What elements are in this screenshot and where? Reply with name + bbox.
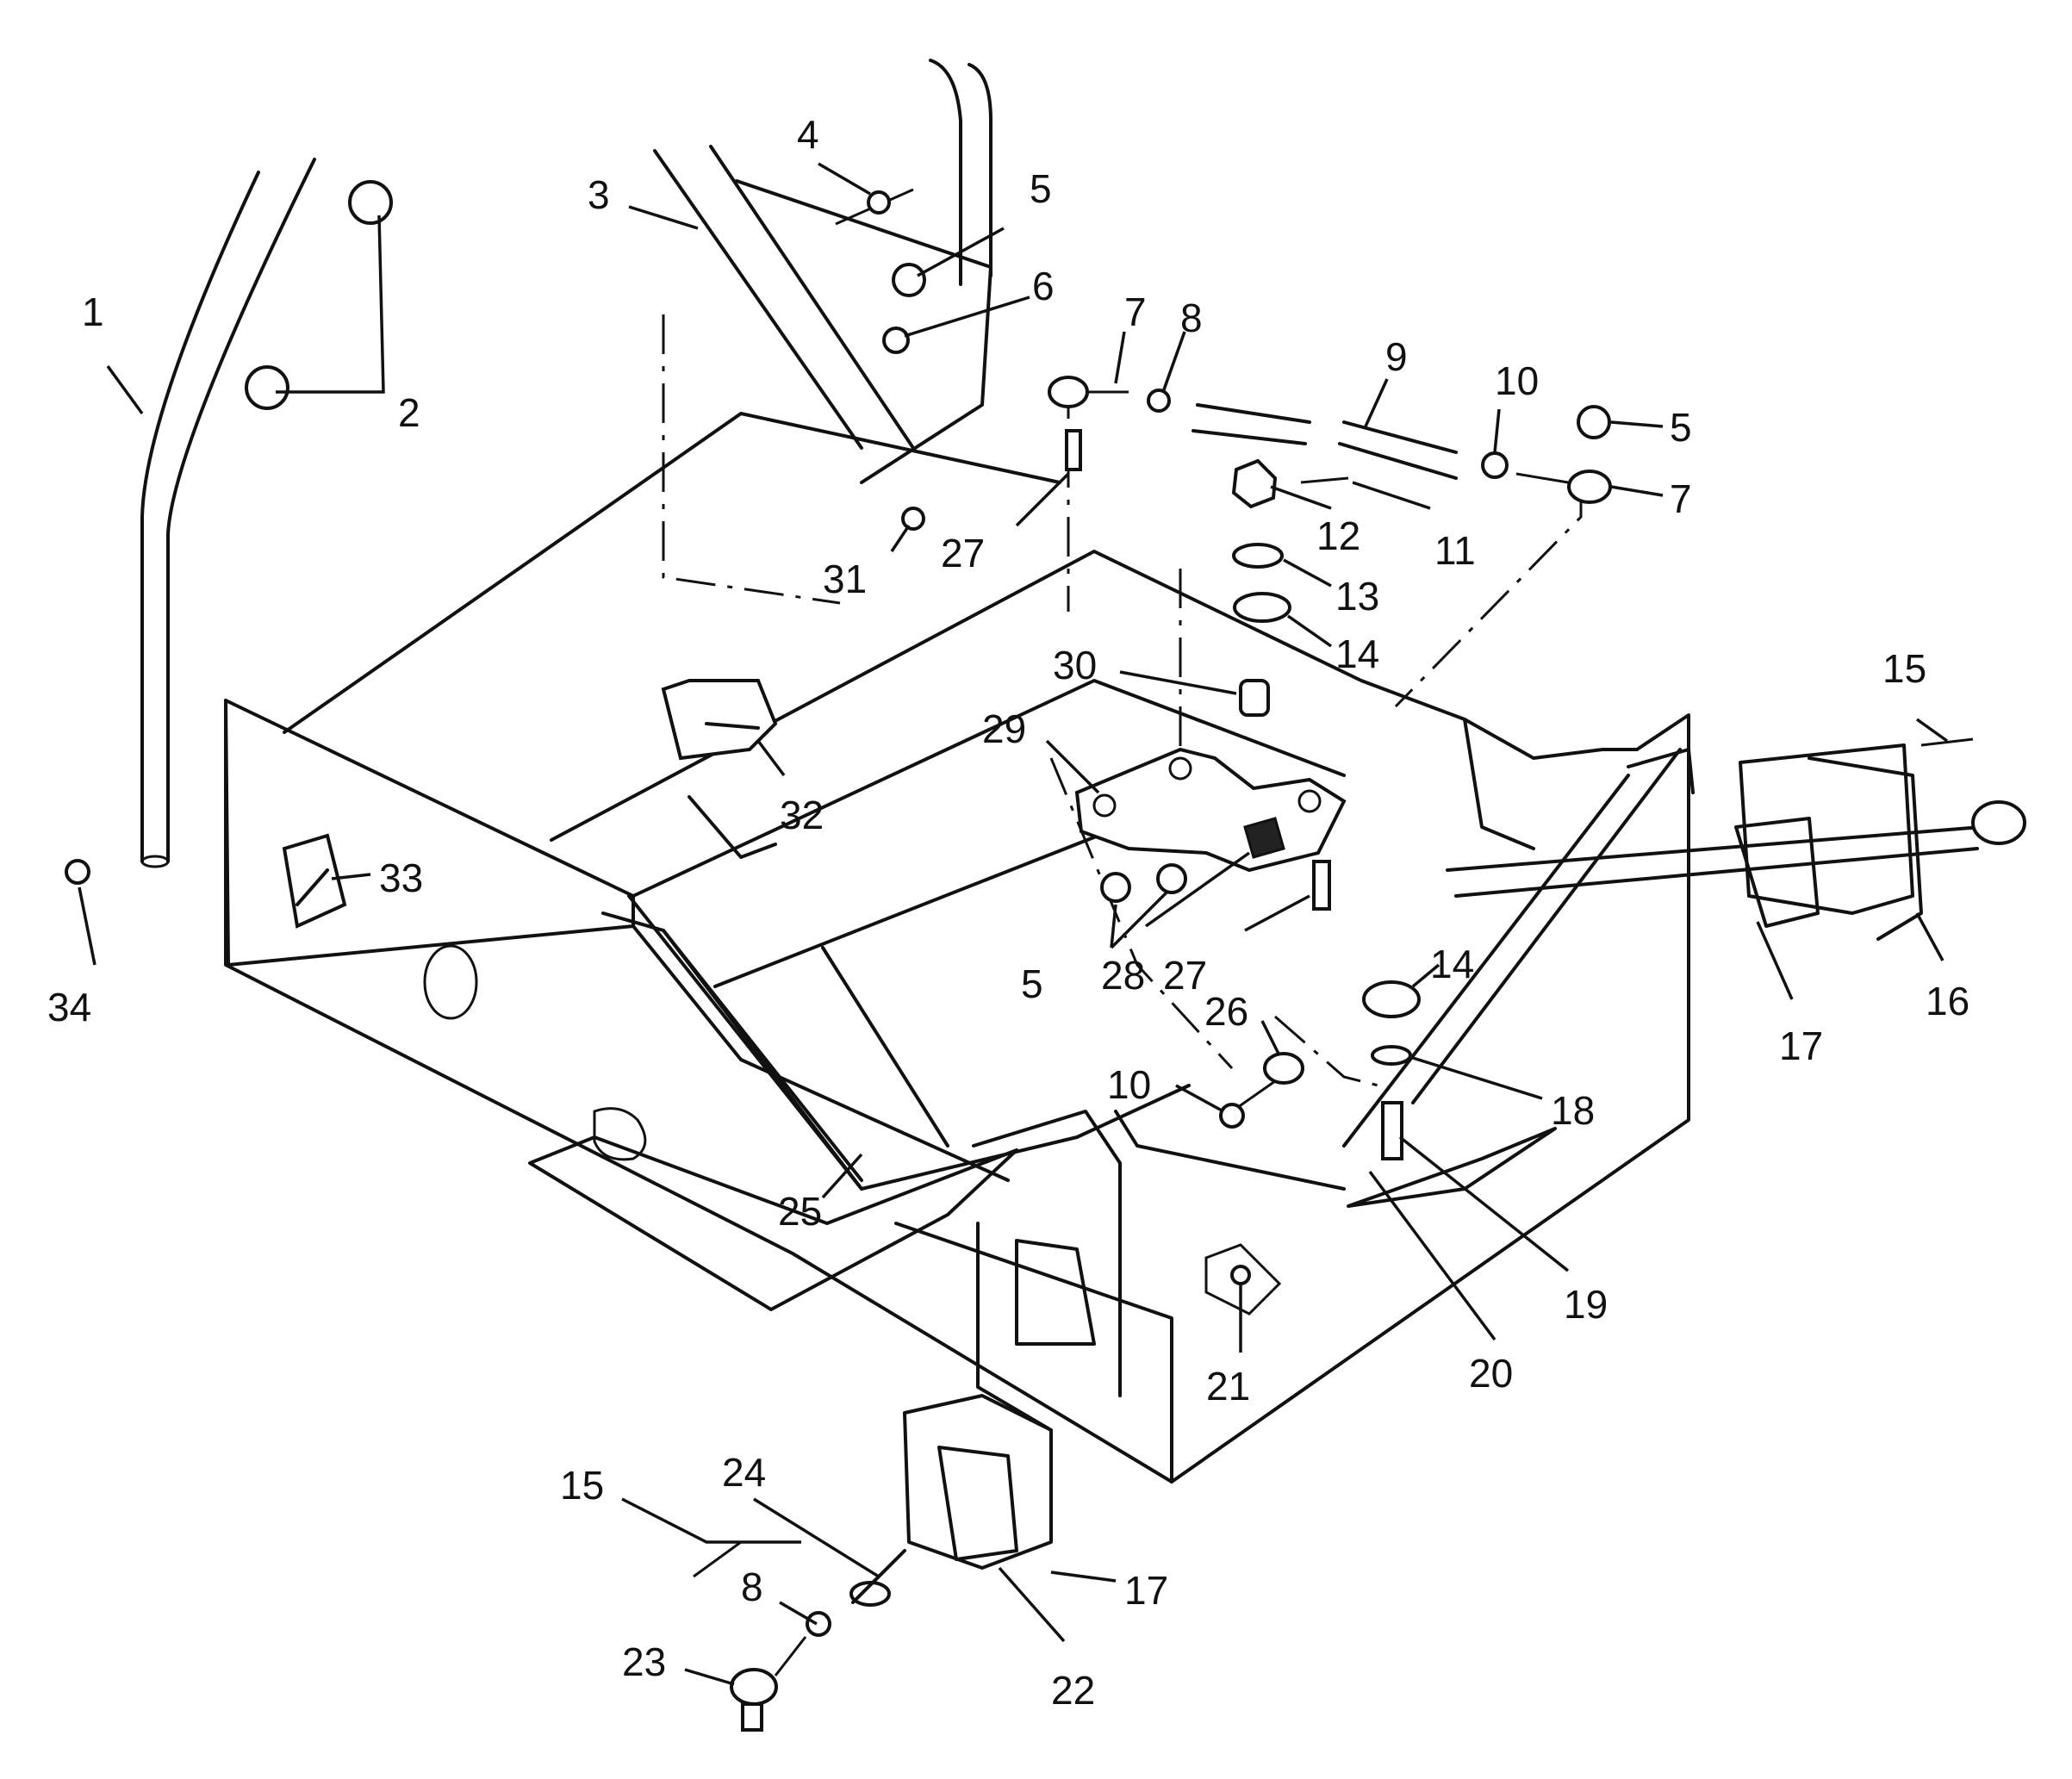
hardware: [65, 180, 2026, 1732]
callout-21: 21: [1206, 1364, 1250, 1409]
leader-lines: [78, 162, 1949, 1686]
callout-22: 22: [1051, 1668, 1095, 1713]
callout-7: 7: [1124, 289, 1147, 334]
callout-11: 11: [1434, 528, 1476, 573]
callout-1: 1: [82, 289, 104, 334]
callout-4: 4: [797, 112, 819, 157]
callout-8b: 8: [741, 1564, 763, 1609]
callout-6: 6: [1032, 264, 1055, 308]
callout-10: 10: [1495, 358, 1539, 403]
callout-12: 12: [1316, 513, 1360, 558]
callout-34: 34: [47, 985, 91, 1029]
callout-28: 28: [1101, 953, 1145, 998]
callout-5: 5: [1030, 166, 1052, 211]
callout-9: 9: [1385, 334, 1408, 379]
callout-31: 31: [823, 557, 867, 601]
frame-body: [140, 59, 1983, 1570]
callout-3: 3: [588, 172, 610, 217]
callout-33: 33: [379, 855, 423, 900]
callout-15b: 15: [560, 1463, 604, 1508]
callout-5b: 5: [1670, 405, 1692, 450]
callout-20: 20: [1469, 1351, 1513, 1396]
callout-17b: 17: [1124, 1568, 1168, 1613]
callout-30: 30: [1053, 643, 1097, 687]
callout-13: 13: [1335, 574, 1379, 619]
callout-2: 2: [398, 390, 420, 435]
callout-32: 32: [780, 793, 824, 837]
callout-17: 17: [1779, 1023, 1823, 1068]
callout-8: 8: [1180, 295, 1203, 340]
callout-25: 25: [778, 1189, 822, 1234]
callout-labels: 1 2 3 4 5 6 7 8 9 10 5 7 12 11 13 14 30 …: [47, 112, 1969, 1713]
callout-27b: 27: [1163, 953, 1207, 998]
callout-10b: 10: [1107, 1062, 1151, 1107]
callout-5c: 5: [1021, 961, 1043, 1006]
callout-24: 24: [722, 1450, 766, 1495]
callout-19: 19: [1564, 1282, 1608, 1327]
callout-14: 14: [1335, 631, 1379, 676]
callout-16: 16: [1926, 979, 1969, 1023]
callout-14b: 14: [1430, 942, 1474, 986]
callout-18: 18: [1551, 1088, 1595, 1133]
callout-26: 26: [1204, 989, 1248, 1034]
callout-7b: 7: [1670, 476, 1692, 521]
callout-23: 23: [622, 1639, 666, 1684]
callout-29: 29: [982, 706, 1026, 751]
callout-27: 27: [941, 531, 985, 575]
callout-15: 15: [1882, 646, 1926, 691]
